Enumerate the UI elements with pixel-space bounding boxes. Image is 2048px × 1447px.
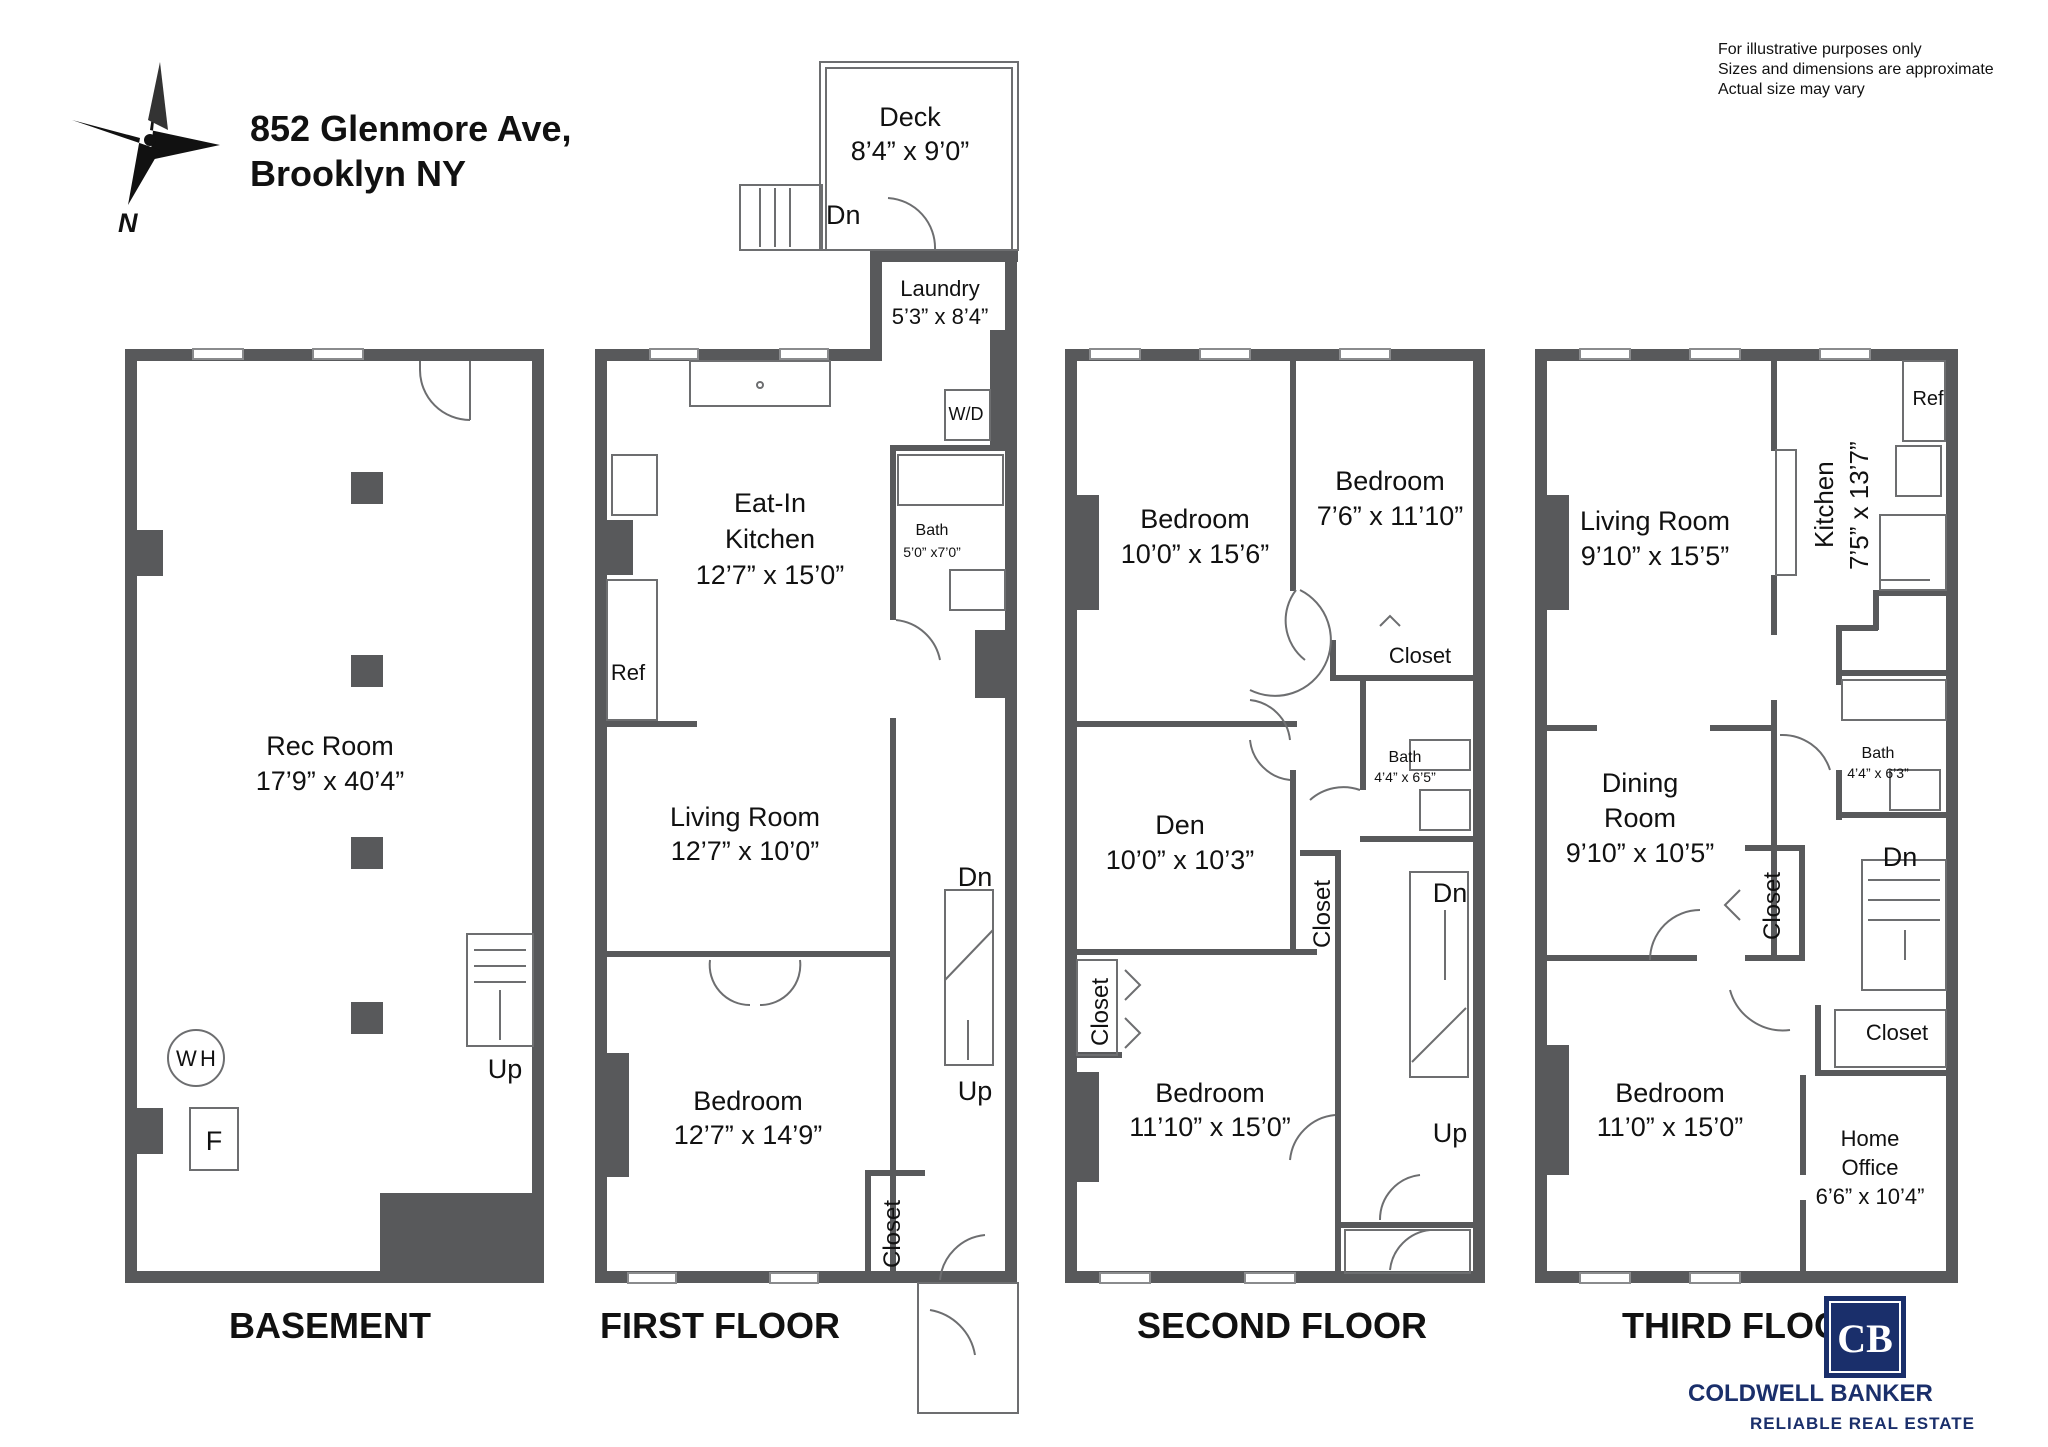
- room-dims: 4’4” x 6’3”: [1847, 765, 1909, 781]
- refrigerator-label: Ref: [1912, 388, 1944, 410]
- room-name: Deck: [879, 102, 941, 132]
- stair-dn-label: Dn: [1433, 878, 1468, 908]
- closet-label: Closet: [1087, 978, 1114, 1046]
- room-name: Living Room: [1580, 506, 1730, 536]
- deck-stair-dn: Dn: [826, 200, 861, 230]
- disclaimer-line: Actual size may vary: [1718, 81, 1865, 98]
- basement-plan: [125, 348, 544, 1283]
- room-dims: 17’9” x 40’4”: [256, 766, 405, 796]
- room-dims: 7’5” x 13’7”: [1844, 441, 1874, 570]
- room-name-2: Office: [1841, 1155, 1898, 1180]
- furnace-label: F: [206, 1126, 223, 1156]
- stair-dn-label: Dn: [1883, 842, 1918, 872]
- room-name: Home: [1841, 1126, 1900, 1151]
- closet-label: Closet: [1309, 880, 1336, 948]
- floor-label-first: FIRST FLOOR: [600, 1305, 840, 1346]
- closet-label: Closet: [879, 1200, 906, 1268]
- stair-up-label: Up: [488, 1054, 523, 1084]
- floor-label-basement: BASEMENT: [229, 1305, 431, 1346]
- room-name-2: Kitchen: [725, 524, 815, 554]
- address-line2: Brooklyn NY: [250, 153, 467, 194]
- floor-label-second: SECOND FLOOR: [1137, 1305, 1427, 1346]
- room-name: Bedroom: [1140, 504, 1250, 534]
- room-name: Laundry: [900, 276, 980, 301]
- address-line1: 852 Glenmore Ave,: [250, 108, 572, 149]
- room-name: Bedroom: [693, 1086, 803, 1116]
- room-dims: 12’7” x 15’0”: [696, 560, 845, 590]
- coldwell-banker-logo-icon: CB: [1824, 1296, 1906, 1378]
- disclaimer-line: For illustrative purposes only: [1718, 41, 1922, 58]
- room-name-2: Room: [1604, 803, 1676, 833]
- room-dims: 12’7” x 10’0”: [671, 836, 820, 866]
- brand-subtitle: RELIABLE REAL ESTATE: [1750, 1414, 1975, 1433]
- closet-label: Closet: [1759, 872, 1786, 940]
- compass-icon: [72, 62, 220, 205]
- room-dims: 4’4” x 6’5”: [1374, 769, 1436, 785]
- closet-label: Closet: [1389, 643, 1451, 668]
- address: 852 Glenmore Ave, Brooklyn NY: [250, 106, 572, 196]
- room-dims: 5’0” x7’0”: [903, 544, 961, 560]
- stair-up-label: Up: [1433, 1118, 1468, 1148]
- compass-label: N: [118, 208, 138, 238]
- room-name: Bedroom: [1155, 1078, 1265, 1108]
- water-heater-w: W: [176, 1046, 197, 1071]
- room-name: Bedroom: [1615, 1078, 1725, 1108]
- room-name: Den: [1155, 810, 1205, 840]
- washer-dryer: W/D: [949, 404, 984, 424]
- stair-dn-label: Dn: [958, 862, 993, 892]
- room-dims: 12’7” x 14’9”: [674, 1120, 823, 1150]
- room-dims: 9’10” x 15’5”: [1581, 541, 1730, 571]
- room-name: Bath: [916, 522, 949, 539]
- brand-name: COLDWELL BANKER: [1688, 1380, 1933, 1407]
- room-name: Kitchen: [1809, 461, 1839, 548]
- room-name: Bath: [1862, 745, 1895, 762]
- logo-letters: CB: [1837, 1316, 1893, 1361]
- room-dims: 8’4” x 9’0”: [851, 136, 970, 166]
- stair-up-label: Up: [958, 1076, 993, 1106]
- first-floor-plan: [595, 61, 1019, 1414]
- disclaimer: For illustrative purposes only Sizes and…: [1718, 40, 1994, 100]
- room-dims: 11’0” x 15’0”: [1597, 1112, 1744, 1142]
- water-heater-h: H: [200, 1046, 216, 1071]
- room-dims: 11’10” x 15’0”: [1129, 1112, 1291, 1142]
- room-name: Bath: [1389, 749, 1422, 766]
- room-name: Living Room: [670, 802, 820, 832]
- room-dims: 10’0” x 10’3”: [1106, 845, 1255, 875]
- room-dims: 9’10” x 10’5”: [1566, 838, 1715, 868]
- room-name: Rec Room: [266, 731, 394, 761]
- room-name: Dining: [1602, 768, 1679, 798]
- refrigerator-label: Ref: [611, 660, 646, 685]
- third-floor-plan: [1535, 348, 1958, 1284]
- room-dims: 6’6” x 10’4”: [1816, 1184, 1925, 1209]
- room-name: Eat-In: [734, 488, 806, 518]
- room-dims: 5’3” x 8’4”: [892, 304, 989, 329]
- room-dims: 10’0” x 15’6”: [1121, 539, 1270, 569]
- room-name: Bedroom: [1335, 466, 1445, 496]
- second-floor-plan: [1065, 348, 1485, 1284]
- disclaimer-line: Sizes and dimensions are approximate: [1718, 61, 1994, 78]
- room-dims: 7’6” x 11’10”: [1317, 501, 1464, 531]
- closet-label: Closet: [1866, 1020, 1928, 1045]
